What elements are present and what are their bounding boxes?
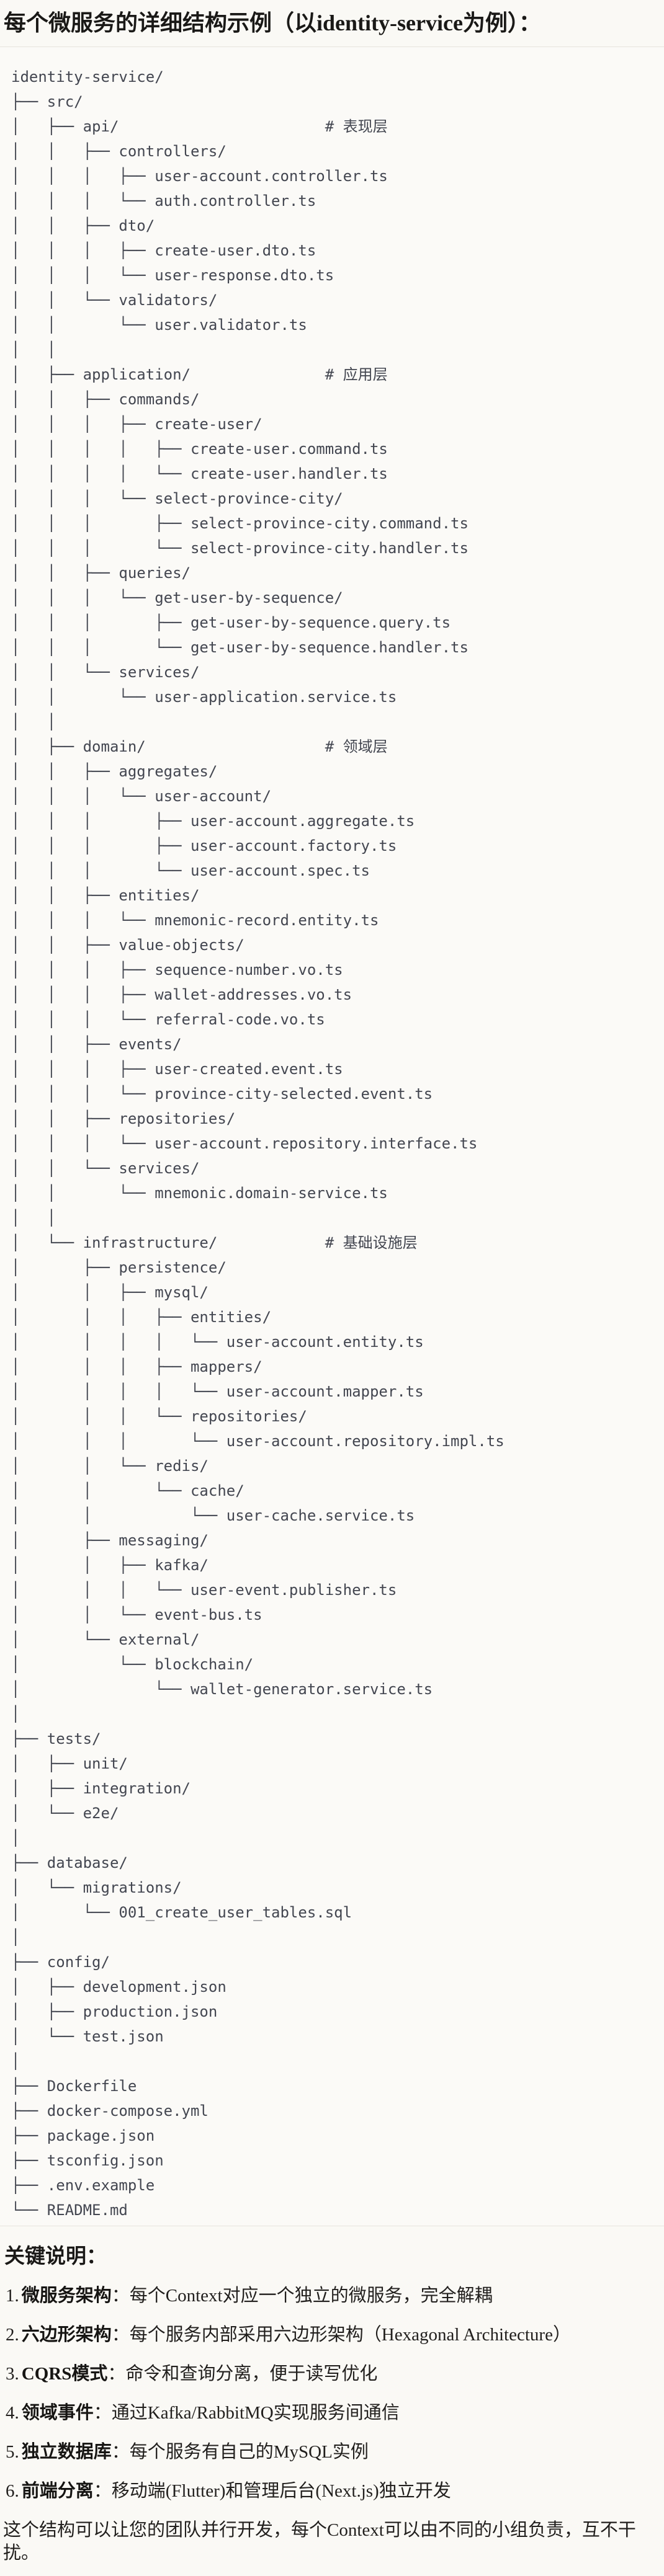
note-item-number: 2. xyxy=(6,2325,19,2345)
note-item-6: 6.前端分离：移动端(Flutter)和管理后台(Next.js)独立开发 xyxy=(6,2480,658,2503)
page-title: 每个微服务的详细结构示例（以identity-service为例）： xyxy=(4,11,541,35)
note-item-desc: ：移动端(Flutter)和管理后台(Next.js)独立开发 xyxy=(93,2481,451,2501)
note-item-label: 六边形架构 xyxy=(21,2325,112,2345)
code-block: identity-service/ ├── src/ │ ├── api/ # … xyxy=(0,47,664,2226)
note-item-number: 4. xyxy=(6,2403,19,2423)
note-item-1: 1.微服务架构：每个Context对应一个独立的微服务，完全解耦 xyxy=(6,2285,658,2307)
note-item-5: 5.独立数据库：每个服务有自己的MySQL实例 xyxy=(6,2441,658,2464)
note-item-3: 3.CQRS模式：命令和查询分离，便于读写优化 xyxy=(6,2363,658,2386)
note-item-2: 2.六边形架构：每个服务内部采用六边形架构（Hexagonal Architec… xyxy=(6,2324,658,2347)
note-item-number: 1. xyxy=(6,2286,19,2306)
directory-tree: identity-service/ ├── src/ │ ├── api/ # … xyxy=(11,68,505,2219)
note-item-desc: ：命令和查询分离，便于读写优化 xyxy=(107,2364,378,2384)
note-item-label: CQRS模式 xyxy=(21,2364,108,2384)
note-item-number: 6. xyxy=(6,2481,19,2501)
note-item-desc: ：每个服务有自己的MySQL实例 xyxy=(111,2442,369,2462)
note-item-label: 领域事件 xyxy=(21,2403,94,2423)
note-item-desc: ：每个服务内部采用六边形架构（Hexagonal Architecture） xyxy=(111,2325,571,2345)
closing-paragraph: 这个结构可以让您的团队并行开发，每个Context可以由不同的小组负责，互不干扰… xyxy=(3,2520,636,2563)
note-item-label: 前端分离 xyxy=(21,2481,94,2501)
note-item-4: 4.领域事件：通过Kafka/RabbitMQ实现服务间通信 xyxy=(6,2402,658,2425)
note-item-number: 3. xyxy=(6,2364,19,2384)
note-item-desc: ：通过Kafka/RabbitMQ实现服务间通信 xyxy=(93,2403,400,2423)
note-item-label: 独立数据库 xyxy=(21,2442,112,2462)
note-item-desc: ：每个Context对应一个独立的微服务，完全解耦 xyxy=(111,2286,493,2306)
notes-heading: 关键说明： xyxy=(4,2245,107,2268)
note-item-label: 微服务架构 xyxy=(21,2286,112,2306)
notes-section: 关键说明： 1.微服务架构：每个Context对应一个独立的微服务，完全解耦 2.… xyxy=(0,2226,664,2576)
note-item-number: 5. xyxy=(6,2442,19,2462)
